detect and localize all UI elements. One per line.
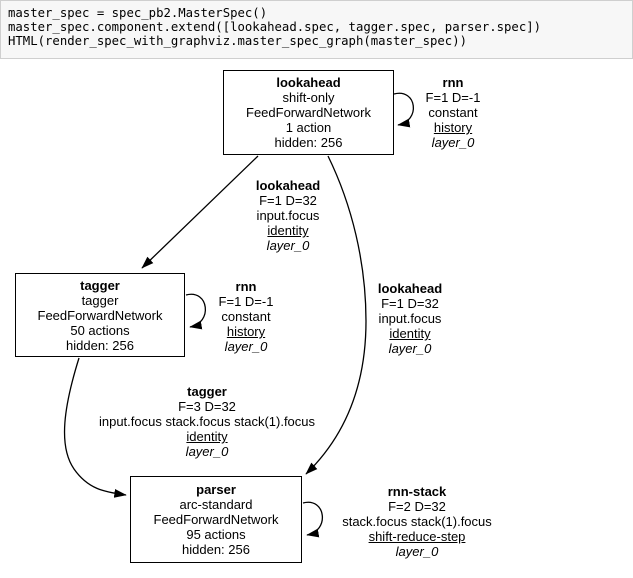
label-text: 50 actions [70, 322, 130, 338]
label-text: input.focus [378, 311, 442, 326]
label-title: parser [196, 482, 236, 497]
label-text: 95 actions [186, 527, 246, 542]
graph-edges-layer [63, 92, 415, 538]
linked-feature-name: identity [186, 429, 228, 444]
code-line: master_spec.component.extend([lookahead.… [8, 20, 542, 34]
label-title: lookahead [276, 75, 341, 90]
label-text: tagger [81, 292, 119, 308]
linked-feature-name: history [433, 120, 473, 135]
linked-feature-name: shift-reduce-step [368, 529, 466, 544]
label-text: F=1 D=-1 [425, 90, 481, 105]
layer-name: layer_0 [266, 238, 310, 253]
label-text: 1 action [285, 120, 332, 135]
layer-name: layer_0 [224, 339, 268, 354]
code-line: master_spec = spec_pb2.MasterSpec() [8, 6, 268, 20]
label-text: FeedForwardNetwork [246, 105, 371, 120]
label-text: shift-only [282, 90, 335, 105]
label-text: FeedForwardNetwork [37, 307, 163, 323]
label-text: FeedForwardNetwork [153, 512, 279, 527]
linked-feature-name: identity [267, 223, 309, 238]
label-text: F=1 D=32 [259, 193, 317, 208]
label-text: F=1 D=-1 [218, 294, 274, 309]
label-text: constant [221, 309, 271, 324]
label-text: hidden: 256 [274, 135, 343, 150]
label-text: F=3 D=32 [178, 399, 236, 414]
notebook-code-cell[interactable]: master_spec = spec_pb2.MasterSpec()maste… [0, 0, 633, 59]
label-text: F=1 D=32 [381, 296, 439, 311]
layer-name: layer_0 [395, 544, 439, 559]
layer-name: layer_0 [185, 444, 229, 459]
label-text: F=2 D=32 [388, 499, 446, 514]
label-title: lookahead [255, 178, 321, 193]
edge-lookahead-to-tagger [141, 155, 259, 269]
edge-lookahead-rnn-self-loop [393, 92, 415, 128]
label-text: hidden: 256 [182, 542, 250, 557]
edge-lookahead-to-parser [305, 155, 367, 475]
edge-tagger-to-parser [63, 357, 127, 498]
label-text: stack.focus stack(1).focus [342, 514, 492, 529]
label-text: hidden: 256 [66, 337, 134, 353]
edge-tagger-rnn-self-loop [185, 293, 206, 330]
label-title: rnn-stack [387, 484, 447, 499]
label-title: tagger [80, 277, 120, 293]
layer-name: layer_0 [388, 341, 432, 356]
layer-name: layer_0 [431, 135, 475, 150]
linked-feature-name: history [226, 324, 266, 339]
label-title: rnn [235, 279, 257, 294]
code-line: HTML(render_spec_with_graphviz.master_sp… [8, 34, 468, 48]
label-text: constant [428, 105, 478, 120]
label-title: tagger [187, 384, 227, 399]
label-text: arc-standard [179, 497, 253, 512]
label-text: input.focus [256, 208, 320, 223]
label-text: input.focus stack.focus stack(1).focus [98, 414, 316, 429]
label-title: lookahead [377, 281, 443, 296]
linked-feature-name: identity [389, 326, 431, 341]
label-title: rnn [442, 75, 464, 90]
edge-parser-rnn-stack-self-loop [302, 501, 323, 538]
